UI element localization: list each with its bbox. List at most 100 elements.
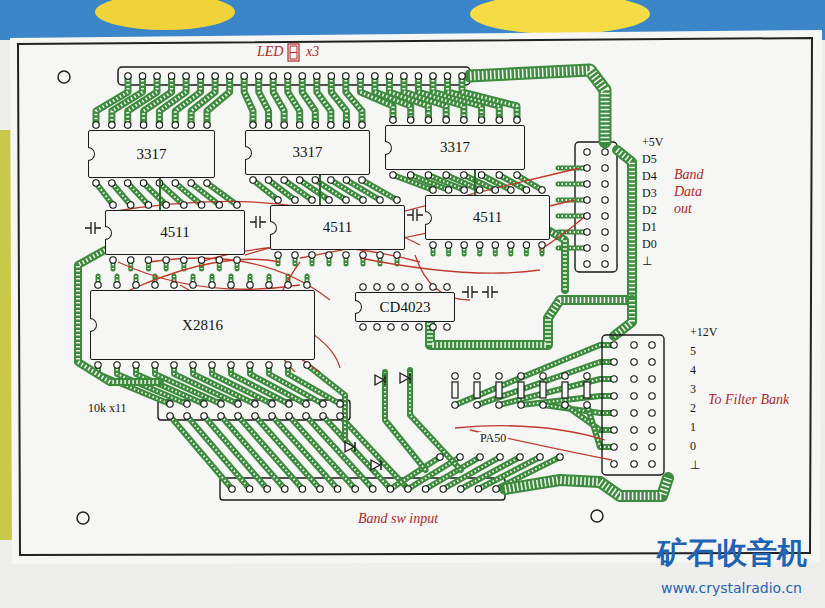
solder-pad [93, 180, 99, 186]
copper-trace [462, 76, 517, 120]
solder-pad [602, 229, 608, 235]
jumper-wire [130, 259, 280, 290]
component-body [518, 382, 524, 398]
seven-seg-symbol [290, 46, 297, 59]
trace-hatch [250, 365, 306, 404]
solder-pad [649, 410, 655, 416]
trace-hatch [455, 345, 614, 405]
component-body [540, 382, 546, 398]
solder-pad [140, 122, 146, 128]
pin-name: 4 [688, 364, 698, 378]
chip-label: 3317 [293, 144, 323, 161]
solder-pad [304, 282, 310, 288]
trace-hatch [505, 478, 668, 496]
solder-pad [416, 284, 422, 290]
solder-pad [299, 73, 305, 79]
solder-pad [602, 181, 608, 187]
diode-symbol [384, 375, 386, 385]
solder-pad [281, 122, 287, 128]
solder-pad [218, 401, 224, 407]
solder-pad [430, 187, 436, 193]
solder-pad [387, 486, 393, 492]
copper-trace [272, 416, 338, 489]
solder-pad [611, 376, 617, 382]
solder-pad [128, 257, 134, 263]
solder-pad [631, 410, 637, 416]
solder-pad [204, 122, 210, 128]
solder-pad [226, 73, 232, 79]
title-label: LED [255, 44, 285, 60]
solder-pad [337, 413, 343, 419]
pin-name: +12V [688, 326, 719, 340]
trace-hatch [255, 416, 320, 489]
solder-pad [540, 402, 546, 408]
trace-hatch [587, 405, 614, 447]
solder-pad [557, 454, 563, 460]
solder-pad [602, 197, 608, 203]
solder-pad [352, 486, 358, 492]
chip-label: 4511 [323, 219, 352, 236]
solder-pad [496, 373, 502, 379]
copper-trace [244, 76, 253, 125]
solder-pad [250, 177, 256, 183]
trace-hatch [238, 416, 302, 489]
solder-pad [461, 187, 467, 193]
solder-pad [163, 257, 169, 263]
solder-pad [269, 413, 275, 419]
solder-pad [374, 284, 380, 290]
solder-pad [312, 122, 318, 128]
solder-pad [328, 73, 334, 79]
solder-pad [281, 177, 287, 183]
solder-pad [523, 242, 529, 248]
solder-pad [584, 373, 590, 379]
solder-pad [539, 242, 545, 248]
chip-label: 3317 [440, 139, 470, 156]
copper-trace [477, 362, 614, 405]
chip-notch [385, 141, 392, 155]
solder-pad [475, 486, 481, 492]
solder-pad [631, 359, 637, 365]
solder-pad [390, 117, 396, 123]
solder-pad [188, 180, 194, 186]
component-body [496, 382, 502, 398]
capacitor-symbol [482, 286, 498, 298]
solder-pad [649, 342, 655, 348]
trace-hatch [259, 76, 269, 125]
solder-pad [343, 73, 349, 79]
seven-seg-symbol [288, 44, 299, 61]
solder-pad [250, 122, 256, 128]
solder-pad [266, 282, 272, 288]
solder-pad [496, 402, 502, 408]
solder-pad [496, 117, 502, 123]
solder-pad [539, 187, 545, 193]
copper-trace [288, 76, 300, 125]
solder-pad [631, 427, 637, 433]
solder-pad [584, 165, 590, 171]
solder-pad [109, 180, 115, 186]
backdrop-blob [470, 0, 650, 34]
solder-pad [201, 401, 207, 407]
solder-pad [584, 213, 590, 219]
pin-name: D2 [640, 204, 659, 218]
copper-trace [187, 416, 250, 489]
trace-hatch [340, 416, 408, 489]
diode-symbol [375, 375, 384, 385]
solder-pad [422, 486, 428, 492]
solder-pad [425, 117, 431, 123]
pin-name: 5 [688, 345, 698, 359]
copper-trace [499, 379, 614, 405]
solder-pad [360, 284, 366, 290]
solder-pad [109, 122, 115, 128]
solder-pad [611, 342, 617, 348]
solder-pad [172, 180, 178, 186]
pin-name: 0 [688, 440, 698, 454]
solder-pad [212, 73, 218, 79]
trace-hatch [204, 416, 267, 489]
watermark: 矿石收音机 [655, 536, 809, 571]
solder-pad [152, 362, 158, 368]
solder-pad [152, 282, 158, 288]
solder-pad [285, 73, 291, 79]
solder-pad [408, 117, 414, 123]
trace-hatch [273, 76, 284, 125]
solder-pad [139, 73, 145, 79]
